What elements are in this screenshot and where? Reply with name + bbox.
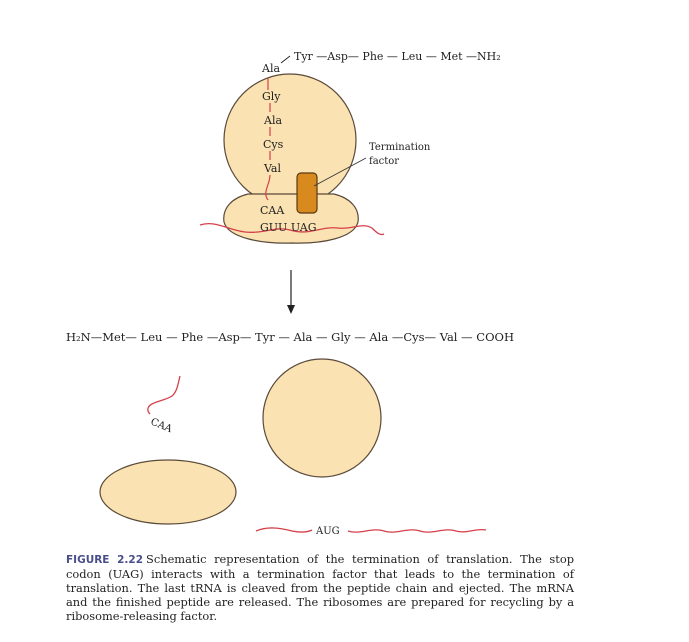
released-small-subunit	[99, 459, 237, 525]
released-mrna: AUG	[255, 526, 487, 537]
released-trna-label: CAA	[149, 417, 174, 436]
process-arrow	[287, 270, 295, 314]
residue-ala-top: Ala	[261, 62, 280, 75]
termination-factor-label-line1: Termination	[369, 142, 431, 153]
released-peptide: H₂N—Met— Leu — Phe —Asp— Tyr — Ala — Gly…	[66, 330, 514, 344]
termination-factor-label-line2: factor	[369, 156, 399, 167]
trna-anticodon: CAA	[260, 204, 285, 217]
peptide-chain-top: Tyr —Asp— Phe — Leu — Met —NH₂	[294, 50, 501, 63]
mrna-strand-top	[199, 223, 385, 236]
released-large-subunit	[262, 358, 382, 478]
caption-text: Schematic representation of the terminat…	[66, 552, 574, 623]
ribosome-small-subunit	[223, 193, 359, 244]
ribosome-large-subunit	[223, 73, 357, 207]
figure-label: FIGURE 2.22	[66, 554, 144, 566]
termination-factor	[296, 172, 318, 214]
residue-val: Val	[263, 162, 281, 175]
residue-ala: Ala	[263, 114, 282, 127]
ribosome-termination-complex: Ala Tyr —Asp— Phe — Leu — Met —NH₂ Gly A…	[199, 50, 501, 244]
residue-cys: Cys	[263, 138, 284, 151]
mrna-codons: GUU UAG	[260, 221, 317, 234]
residue-gly: Gly	[262, 90, 281, 103]
released-trna: CAA	[147, 375, 181, 436]
ala-tyr-bond	[280, 55, 291, 64]
mrna-aug-codon: AUG	[315, 526, 340, 537]
termination-factor-leader	[313, 157, 367, 187]
trna-bonds	[265, 78, 271, 201]
